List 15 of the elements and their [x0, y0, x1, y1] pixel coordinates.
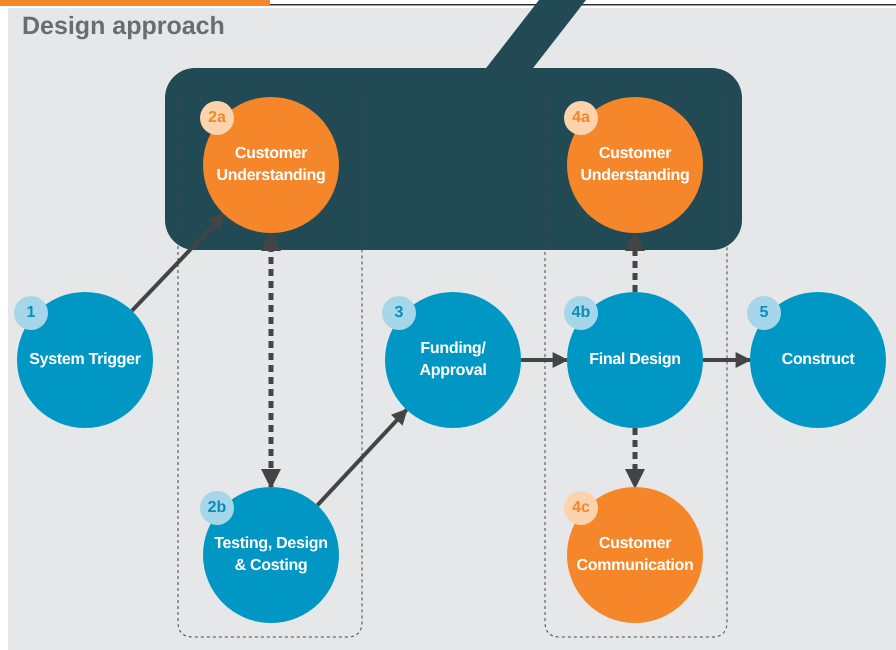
title: Design approach [22, 12, 225, 41]
step-label: Customer Understanding [216, 144, 326, 186]
arrow [316, 408, 408, 507]
step-label: Customer Communication [576, 534, 694, 576]
arrow [625, 231, 645, 292]
step-label: Funding/ Approval [418, 339, 488, 381]
arrow [625, 428, 645, 489]
step-label: Construct [782, 350, 854, 370]
arrow [703, 352, 752, 368]
arrow [130, 212, 226, 312]
step-label: Final Design [589, 350, 681, 370]
step-label: Testing, Design & Costing [213, 534, 329, 576]
arrow [261, 231, 281, 489]
step-label: Customer Understanding [580, 144, 690, 186]
step-label: System Trigger [29, 350, 141, 370]
